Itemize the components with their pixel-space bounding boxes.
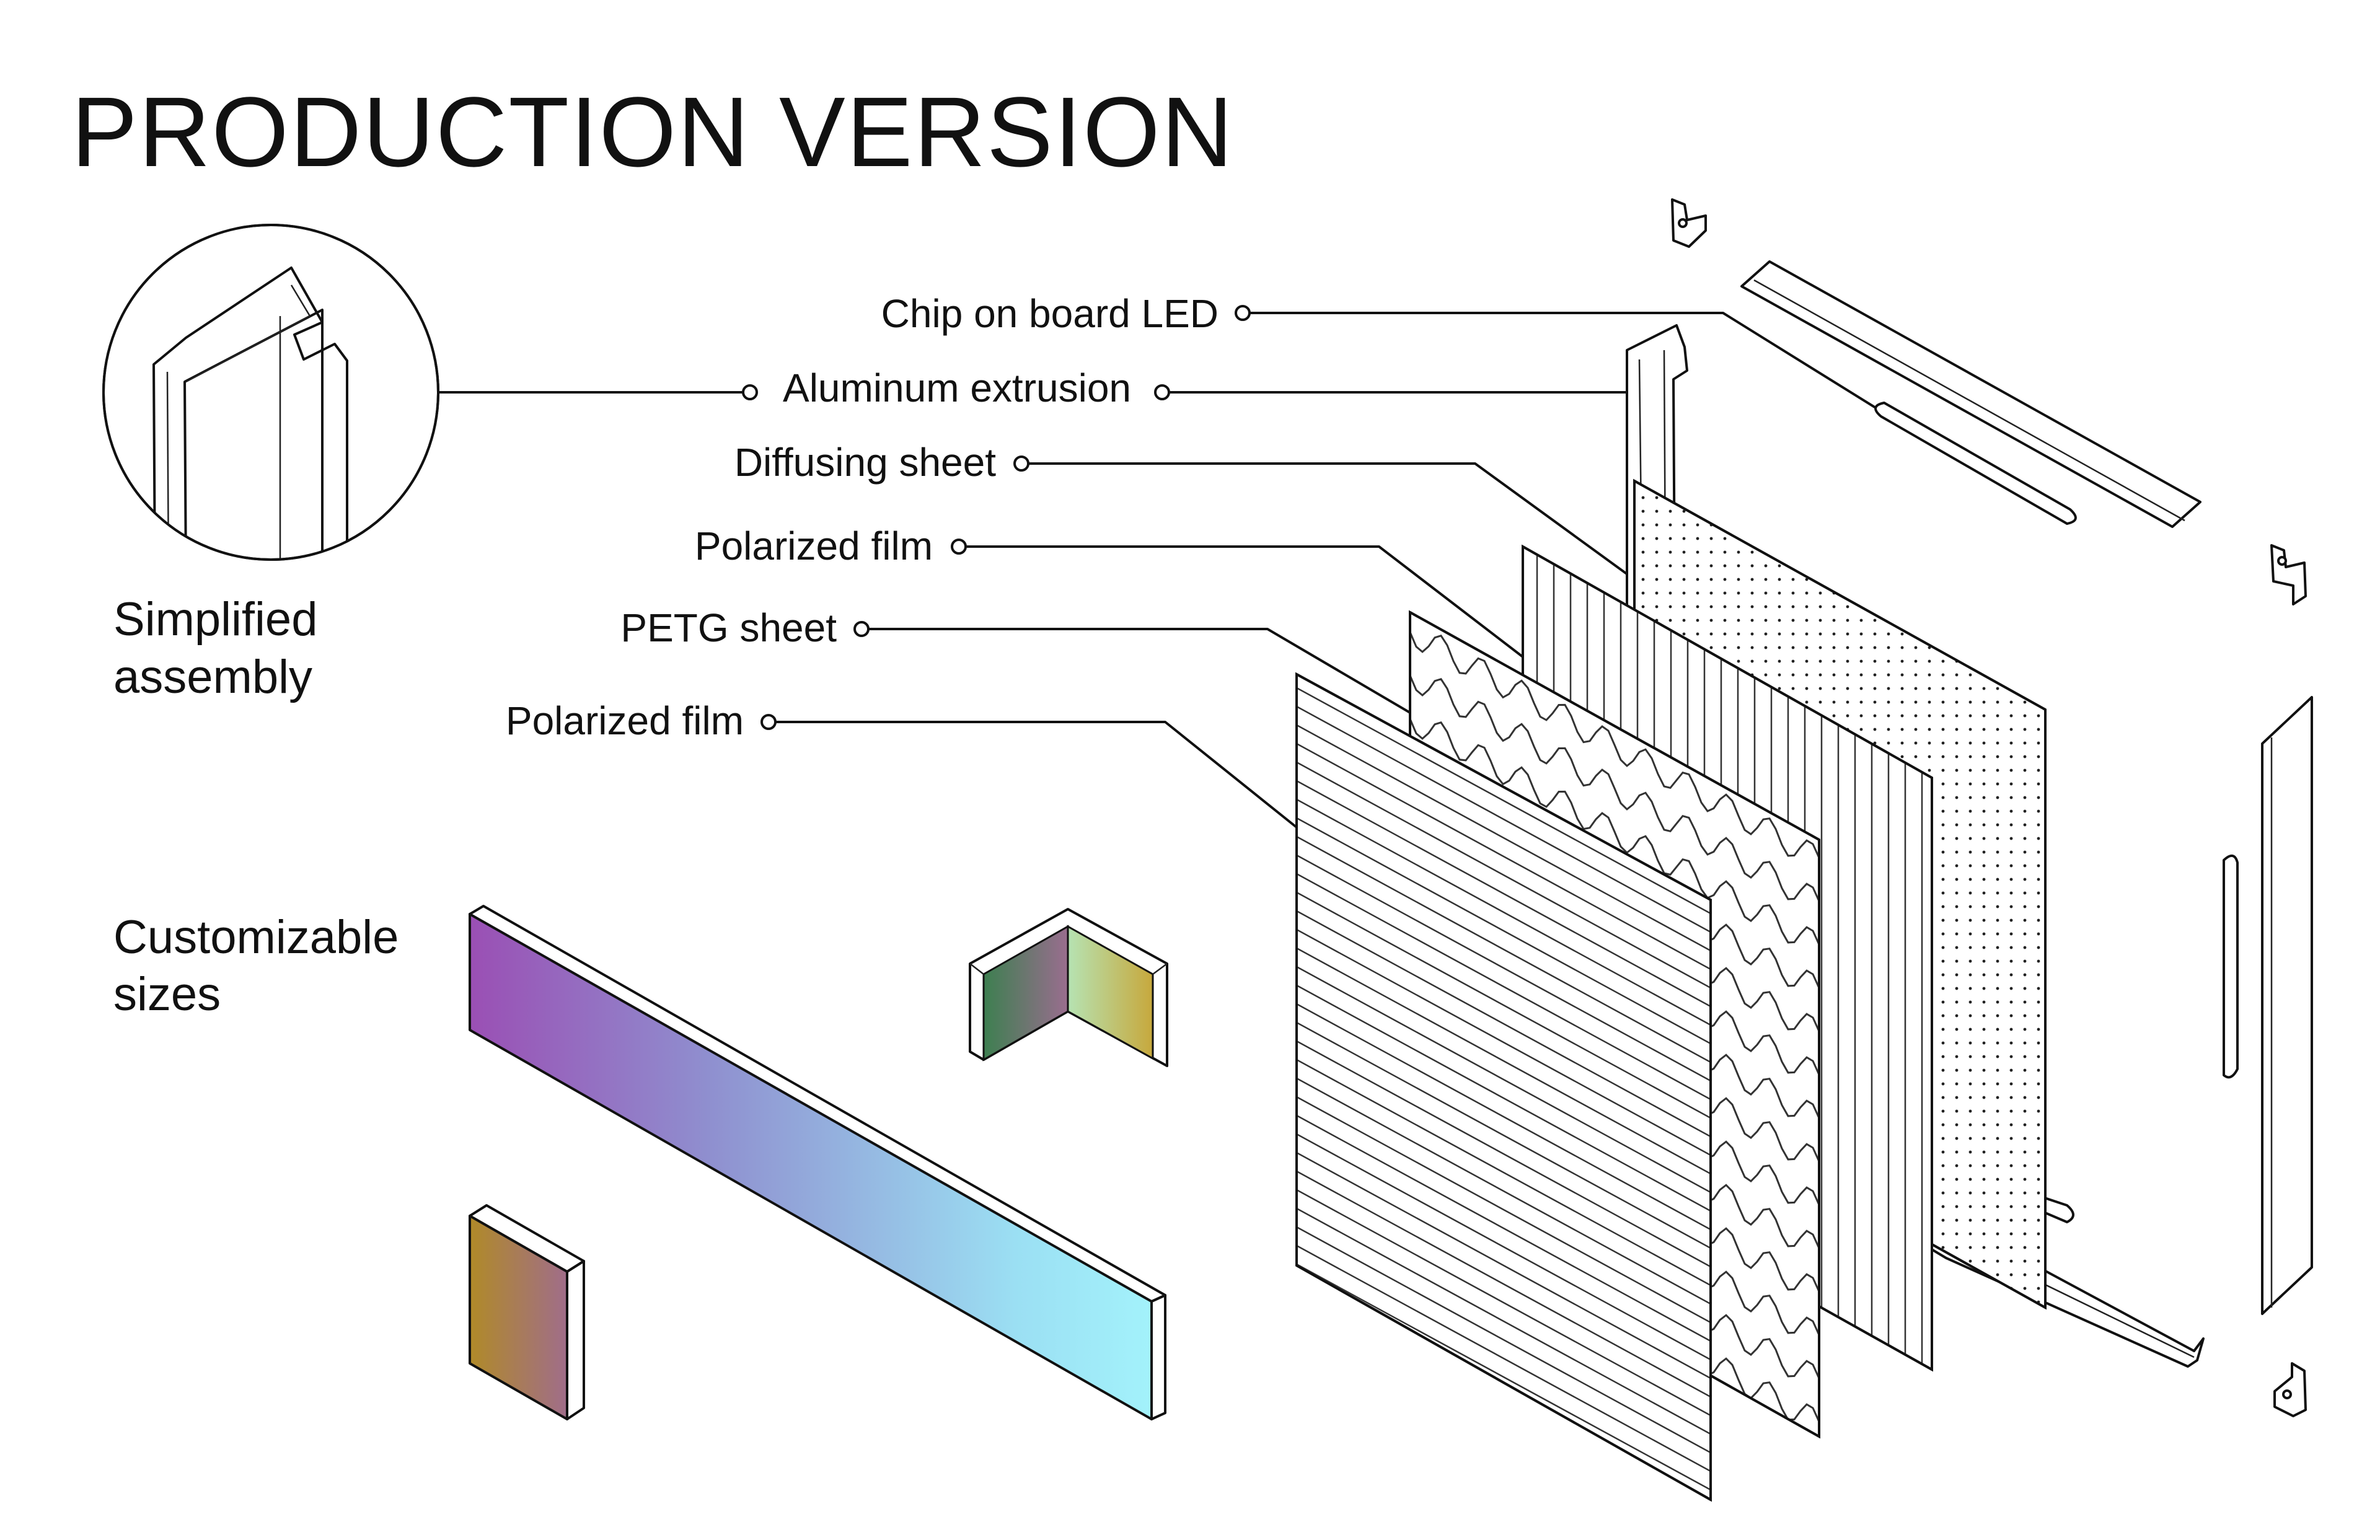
film-hatch-line	[1297, 966, 1711, 1194]
film-hatch-line	[1297, 1021, 1711, 1249]
simplified-assembly-label-line2: assembly	[113, 651, 312, 703]
bracket-right	[2270, 544, 2307, 605]
film-hatch-line	[1297, 1226, 1711, 1454]
film-hatch-line	[1297, 891, 1711, 1119]
film-hatch-line	[1297, 705, 1711, 933]
simplified-assembly-label: Simplified	[113, 593, 317, 646]
side-led-bar	[2223, 696, 2313, 1315]
film-hatch-line	[1297, 1133, 1711, 1361]
film-hatch-line	[1297, 742, 1711, 970]
film-hatch-line	[1297, 854, 1711, 1082]
extrusion-detail-circle	[102, 224, 439, 561]
customizable-sizes-label: Customizable	[113, 911, 399, 964]
film-hatch-line	[1297, 1207, 1711, 1435]
customizable-sizes-label-line2: sizes	[113, 968, 221, 1021]
film-hatch-line	[1297, 724, 1711, 952]
film-hatch-line	[1297, 1003, 1711, 1231]
page-title: PRODUCTION VERSION	[71, 76, 1234, 187]
film-hatch-line	[1297, 1189, 1711, 1417]
callout-diffusing-sheet: Diffusing sheet	[734, 440, 996, 485]
chip-on-board-led-strip	[1740, 260, 2202, 528]
leader-dot	[1154, 384, 1170, 400]
sample-long-bar	[469, 905, 1166, 1420]
sample-small-tile	[469, 1204, 585, 1420]
leader-dot	[760, 714, 777, 730]
film-hatch-line	[1297, 1244, 1711, 1472]
film-hatch-line	[1297, 1151, 1711, 1379]
bracket-top	[1671, 198, 1707, 248]
film-hatch-line	[1297, 798, 1711, 1026]
callout-polarized-film-back: Polarized film	[695, 524, 933, 568]
film-hatch-line	[1297, 1114, 1711, 1342]
sample-corner-piece	[969, 908, 1168, 1067]
leader-dot	[1235, 305, 1251, 321]
film-hatch-line	[1297, 947, 1711, 1175]
film-hatch-line	[1297, 1096, 1711, 1324]
polarized-film-front	[1295, 672, 1712, 1502]
callout-chip-on-board-led: Chip on board LED	[881, 291, 1219, 336]
film-hatch-line	[1297, 780, 1711, 1008]
film-hatch-line	[1297, 928, 1711, 1156]
leader-dot	[1013, 455, 1029, 472]
film-hatch-line	[1297, 1263, 1711, 1491]
leader-dot	[853, 621, 870, 637]
petg-wave-line	[1410, 631, 1819, 858]
film-hatch-line	[1297, 1058, 1711, 1287]
film-hatch-line	[1297, 1170, 1711, 1398]
film-hatch-line	[1297, 835, 1711, 1063]
callout-aluminum-extrusion: Aluminum extrusion	[783, 366, 1131, 410]
film-hatch-line	[1297, 1040, 1711, 1268]
leader-lines	[438, 305, 1929, 829]
film-hatch-line	[1297, 910, 1711, 1138]
film-hatch-line	[1297, 873, 1711, 1101]
film-hatch-line	[1297, 761, 1711, 989]
callout-petg-sheet: PETG sheet	[620, 605, 837, 650]
callout-polarized-film-front: Polarized film	[506, 698, 744, 743]
film-hatch-line	[1297, 984, 1711, 1212]
leader-dot	[951, 539, 967, 555]
petg-wave-line	[1410, 718, 1819, 945]
film-hatch-line	[1297, 817, 1711, 1045]
leader-dot	[742, 384, 758, 400]
petg-wave-line	[1410, 675, 1819, 902]
film-hatch-line	[1297, 1077, 1711, 1305]
film-hatch-line	[1297, 687, 1711, 915]
bracket-bottom	[2273, 1362, 2307, 1417]
